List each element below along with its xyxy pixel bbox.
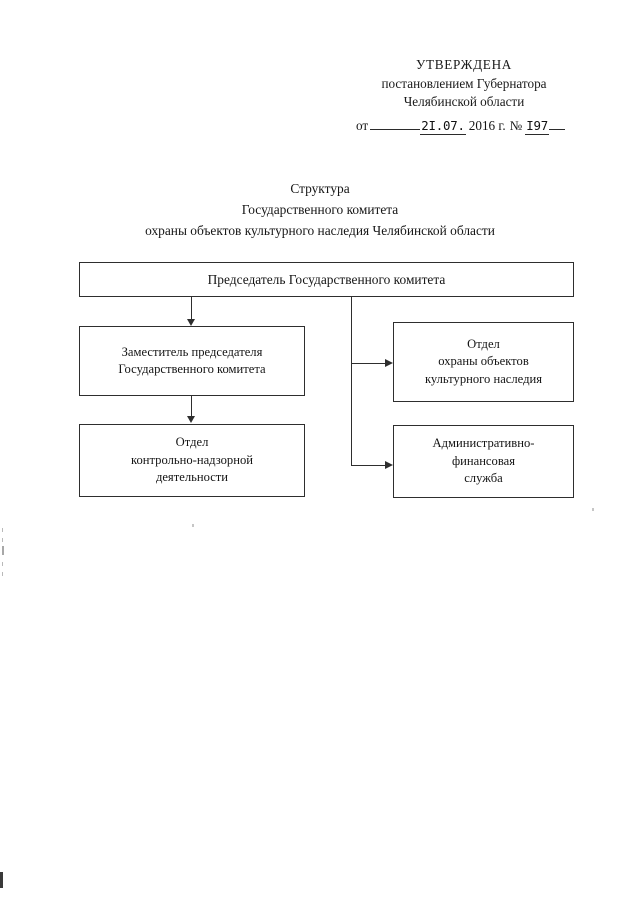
title-line-2: Государственного комитета bbox=[241, 202, 399, 217]
heritage-line-1: Отдел bbox=[467, 336, 500, 351]
control-line-3: деятельности bbox=[155, 470, 229, 485]
control-line-2: контрольно-надзорной bbox=[130, 452, 254, 467]
page-title: Структура Государственного комитета охра… bbox=[20, 178, 620, 241]
approval-region: Челябинской области bbox=[403, 94, 525, 109]
date-blank-rule bbox=[370, 116, 421, 130]
heritage-line-2: охраны объектов bbox=[438, 354, 529, 369]
approval-authority: постановлением Губернатора bbox=[381, 75, 547, 91]
connector-branch-to-finance bbox=[351, 465, 391, 466]
scan-artifact bbox=[2, 572, 3, 576]
control-line-1: Отдел bbox=[175, 435, 209, 450]
connector-branch-to-heritage bbox=[351, 363, 391, 364]
org-node-heritage-department: Отдел охраны объектов культурного наслед… bbox=[393, 322, 574, 402]
arrowhead-right-icon bbox=[385, 461, 393, 469]
scan-artifact bbox=[2, 562, 3, 566]
title-line-3: охраны объектов культурного наследия Чел… bbox=[145, 223, 495, 238]
scan-artifact bbox=[192, 524, 194, 527]
org-node-deputy: Заместитель председателя Государственног… bbox=[79, 326, 305, 396]
date-year: 2016 г. bbox=[468, 118, 506, 133]
heritage-line-3: культурного наследия bbox=[424, 371, 543, 386]
arrowhead-right-icon bbox=[385, 359, 393, 367]
org-node-finance-label: Административно- финансовая служба bbox=[427, 435, 541, 488]
number-sign: № bbox=[509, 118, 523, 133]
date-day-month: 2I.07. bbox=[420, 118, 466, 135]
approval-date-row: от 2I.07. 2016 г. № I97 bbox=[356, 116, 592, 135]
scan-artifact bbox=[2, 528, 3, 532]
title-line-1: Структура bbox=[290, 181, 350, 196]
finance-line-3: служба bbox=[464, 471, 503, 486]
scan-artifact bbox=[592, 508, 594, 511]
org-node-deputy-label: Заместитель председателя Государственног… bbox=[112, 344, 271, 379]
arrowhead-down-icon bbox=[187, 416, 195, 423]
deputy-line-2: Государственного комитета bbox=[118, 362, 266, 376]
number-blank-rule bbox=[549, 116, 566, 130]
deputy-line-1: Заместитель председателя bbox=[121, 344, 263, 359]
scan-artifact bbox=[0, 872, 3, 888]
org-node-chairman-label: Председатель Государственного комитета bbox=[207, 271, 446, 287]
approval-heading: УТВЕРЖДЕНА bbox=[415, 57, 513, 72]
connector-deputy-to-control bbox=[191, 396, 192, 419]
date-label: от bbox=[356, 118, 369, 133]
org-node-finance-service: Административно- финансовая служба bbox=[393, 425, 574, 498]
scan-artifact bbox=[2, 546, 4, 555]
org-node-chairman: Председатель Государственного комитета bbox=[79, 262, 574, 297]
document-number: I97 bbox=[525, 118, 550, 135]
org-node-heritage-label: Отдел охраны объектов культурного наслед… bbox=[419, 336, 548, 389]
finance-line-1: Административно- bbox=[432, 436, 535, 451]
scan-artifact bbox=[2, 538, 3, 542]
approval-block: УТВЕРЖДЕНА постановлением Губернатора Че… bbox=[330, 56, 598, 112]
connector-chairman-right-trunk bbox=[351, 297, 352, 466]
finance-line-2: финансовая bbox=[451, 453, 515, 468]
arrowhead-down-icon bbox=[187, 319, 195, 326]
org-node-control-department: Отдел контрольно-надзорной деятельности bbox=[79, 424, 305, 497]
org-node-control-label: Отдел контрольно-надзорной деятельности bbox=[125, 434, 259, 487]
connector-chairman-to-deputy bbox=[191, 297, 192, 322]
